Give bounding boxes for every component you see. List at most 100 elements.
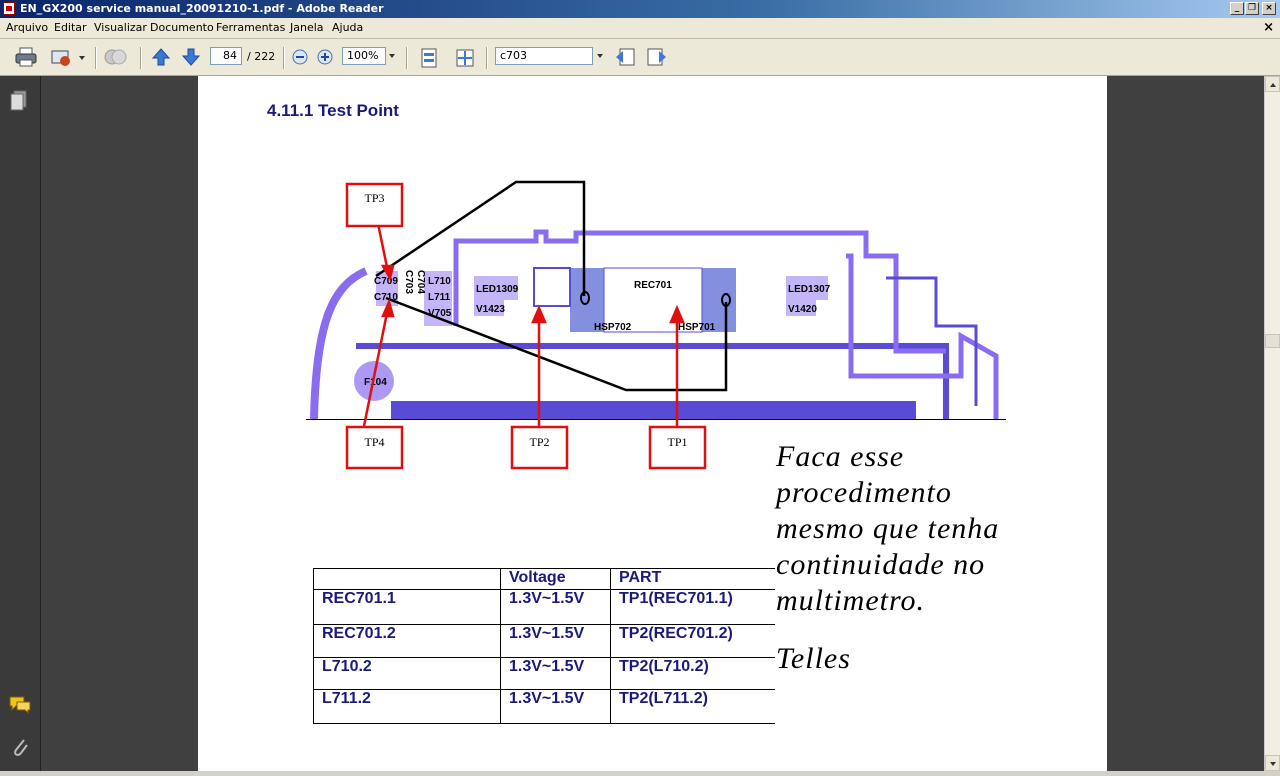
table-cell: REC701.2 xyxy=(313,624,501,658)
table-cell: TP2(L711.2) xyxy=(610,689,775,724)
restore-button[interactable]: ❐ xyxy=(1245,2,1259,15)
table-cell: 1.3V~1.5V xyxy=(500,624,611,658)
pcb-label: HSP701 xyxy=(678,322,716,333)
pcb-label: HSP702 xyxy=(594,322,632,333)
close-window-button[interactable]: × xyxy=(1262,2,1276,15)
navigation-panel xyxy=(0,76,41,771)
note-line: procedimento xyxy=(776,476,952,509)
menu-documento[interactable]: Documento xyxy=(150,21,214,34)
table-row: REC701.2 1.3V~1.5V TP2(REC701.2) xyxy=(313,624,775,658)
table-cell: 1.3V~1.5V xyxy=(500,589,611,625)
pcb-diagram: C709 C710 C703 C704 L710 L711 V705 LED13… xyxy=(306,180,1006,470)
table-row: L711.2 1.3V~1.5V TP2(L711.2) xyxy=(313,689,775,724)
page-heading: 4.11.1 Test Point xyxy=(267,101,399,120)
pcb-label: C710 xyxy=(374,292,398,303)
table-cell: TP1(REC701.1) xyxy=(610,589,775,625)
pcb-label: C704 xyxy=(415,270,426,294)
scroll-down-button[interactable] xyxy=(1265,755,1280,771)
pcb-label: L711 xyxy=(428,292,451,303)
page-number-input[interactable]: 84 xyxy=(210,47,242,65)
previous-page-icon[interactable] xyxy=(151,47,171,67)
scroll-up-button[interactable] xyxy=(1265,76,1280,92)
print-icon[interactable] xyxy=(15,47,37,67)
email-dropdown-caret[interactable] xyxy=(79,56,85,60)
attachments-icon[interactable] xyxy=(10,736,30,760)
separator xyxy=(140,47,142,69)
menu-janela[interactable]: Janela xyxy=(290,21,324,34)
separator xyxy=(406,47,408,69)
scroll-thumb[interactable] xyxy=(1265,334,1280,348)
note-line: continuidade no xyxy=(776,548,986,581)
test-point-label: TP2 xyxy=(529,435,550,449)
menu-editar[interactable]: Editar xyxy=(54,21,87,34)
separator xyxy=(486,47,488,69)
test-point-label: TP4 xyxy=(364,435,385,449)
table-cell: L711.2 xyxy=(313,689,501,724)
note-line: Faca esse xyxy=(776,440,905,473)
search-dropdown-caret[interactable] xyxy=(597,54,603,58)
note-line: mesmo que tenha xyxy=(776,512,1000,545)
toolbar: 84 / 222 100% c703 xyxy=(0,39,1280,76)
separator xyxy=(283,47,285,69)
voltage-table: Voltage PART REC701.1 1.3V~1.5V TP1(REC7… xyxy=(313,568,775,724)
menu-bar: Arquivo Editar Visualizar Documento Ferr… xyxy=(0,18,1280,39)
menu-ferramentas[interactable]: Ferramentas xyxy=(216,21,286,34)
zoom-out-icon[interactable] xyxy=(291,48,309,66)
page-total: / 222 xyxy=(247,50,276,63)
zoom-dropdown-caret[interactable] xyxy=(389,54,395,58)
fit-page-icon[interactable] xyxy=(454,47,476,69)
pcb-label: LED1307 xyxy=(788,284,831,295)
table-row: REC701.1 1.3V~1.5V TP1(REC701.1) xyxy=(313,589,775,625)
window-title: EN_GX200 service manual_20091210-1.pdf -… xyxy=(20,2,384,15)
pcb-label: L710 xyxy=(428,276,451,287)
pcb-label: V705 xyxy=(428,308,452,319)
menu-ajuda[interactable]: Ajuda xyxy=(332,21,364,34)
pcb-label: C709 xyxy=(374,276,398,287)
pcb-label: V1420 xyxy=(788,304,817,315)
pages-panel-icon[interactable] xyxy=(10,90,28,112)
pcb-label: C703 xyxy=(403,270,414,294)
close-document-icon[interactable]: × xyxy=(1263,20,1274,35)
table-cell: L710.2 xyxy=(313,657,501,690)
table-cell: TP2(L710.2) xyxy=(610,657,775,690)
minimize-button[interactable]: _ xyxy=(1230,2,1244,15)
title-bar: EN_GX200 service manual_20091210-1.pdf -… xyxy=(0,0,1280,18)
document-viewport: 4.11.1 Test Point C709 C710 xyxy=(41,76,1264,771)
table-cell: 1.3V~1.5V xyxy=(500,657,611,690)
next-page-icon[interactable] xyxy=(181,47,201,67)
vertical-scrollbar[interactable] xyxy=(1264,76,1280,771)
find-previous-icon[interactable] xyxy=(614,47,636,67)
collaborate-icon[interactable] xyxy=(103,47,129,67)
find-next-icon[interactable] xyxy=(646,47,668,67)
note-line: multimetro. xyxy=(776,584,926,617)
status-bar xyxy=(0,771,1280,776)
table-row: L710.2 1.3V~1.5V TP2(L710.2) xyxy=(313,657,775,690)
pcb-label: F104 xyxy=(364,377,387,388)
table-cell: TP2(REC701.2) xyxy=(610,624,775,658)
table-header-row: Voltage PART xyxy=(313,568,775,590)
zoom-in-icon[interactable] xyxy=(316,48,334,66)
handwritten-note: Faca esse procedimento mesmo que tenha c… xyxy=(776,439,1076,677)
note-signature: Telles xyxy=(776,642,851,675)
email-icon[interactable] xyxy=(50,47,72,67)
table-cell: 1.3V~1.5V xyxy=(500,689,611,724)
scroll-up-icon xyxy=(1270,83,1276,87)
fit-width-icon[interactable] xyxy=(418,47,440,69)
separator xyxy=(95,47,97,69)
test-point-label: TP3 xyxy=(364,191,385,205)
scroll-down-icon xyxy=(1270,762,1276,766)
test-point-label: TP1 xyxy=(667,435,688,449)
table-header: Voltage xyxy=(500,568,611,590)
search-input[interactable]: c703 xyxy=(495,47,593,65)
table-header xyxy=(313,568,501,590)
table-header: PART xyxy=(610,568,775,590)
menu-visualizar[interactable]: Visualizar xyxy=(94,21,147,34)
pcb-label: REC701 xyxy=(634,280,672,291)
menu-arquivo[interactable]: Arquivo xyxy=(6,21,49,34)
pcb-label: V1423 xyxy=(476,304,505,315)
comments-icon[interactable] xyxy=(8,695,32,715)
adobe-reader-icon xyxy=(3,2,15,15)
pcb-label: LED1309 xyxy=(476,284,519,295)
zoom-level-select[interactable]: 100% xyxy=(342,47,386,65)
table-cell: REC701.1 xyxy=(313,589,501,625)
